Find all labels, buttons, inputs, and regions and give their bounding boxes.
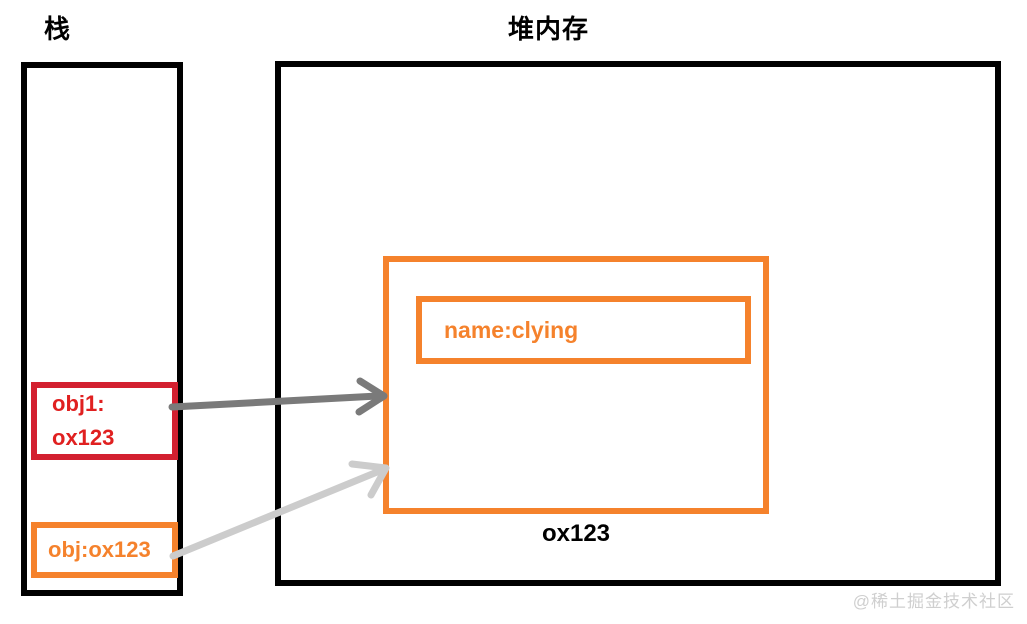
heap-title: 堆内存 [508, 14, 590, 44]
stack-entry-obj1-line-2: ox123 [52, 425, 115, 450]
heap-object-property-box: name:clying [416, 296, 751, 364]
watermark: @稀土掘金技术社区 [852, 592, 1015, 611]
heap-region [275, 61, 1001, 586]
stack-region [21, 62, 183, 596]
heap-object-box: name:clying [383, 256, 769, 514]
stack-entry-obj1: obj1: ox123 [31, 382, 178, 460]
stack-entry-obj-line-1: obj:ox123 [48, 537, 151, 562]
stack-title: 栈 [44, 14, 72, 44]
stack-entry-obj: obj:ox123 [31, 522, 178, 578]
heap-object-address-label: ox123 [541, 520, 611, 547]
heap-object-property-text: name:clying [444, 316, 579, 343]
stack-entry-obj1-line-1: obj1: [52, 391, 105, 416]
